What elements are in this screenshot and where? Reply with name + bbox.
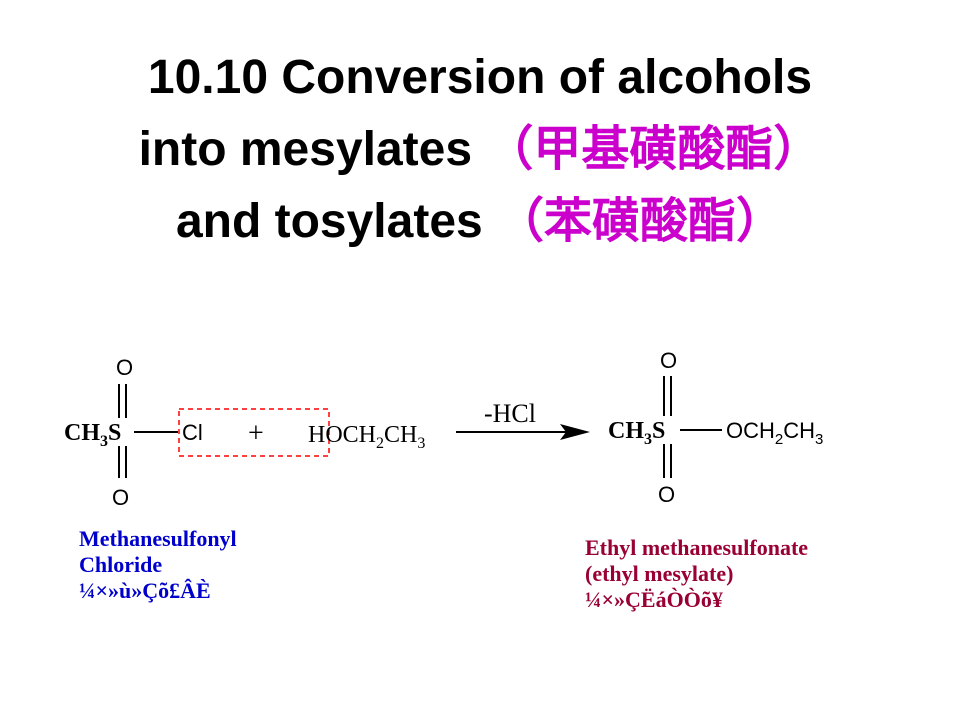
ethanol: HOCH2CH3 <box>308 422 425 452</box>
title-line-1: 10.10 Conversion of alcohols <box>147 51 813 104</box>
leaving-group-highlight-box <box>178 408 330 457</box>
reactant-oxygen-top: O <box>116 355 133 380</box>
title-line-3-text: and tosylates <box>175 195 497 248</box>
slide-title: 10.10 Conversion of alcohols into mesyla… <box>0 42 960 258</box>
reactant-name-line-3: ¼×»ù»Çõ£ÂÈ <box>79 578 211 603</box>
reactant-structure: O CH3S O Cl <box>64 355 203 510</box>
product-name-line-2: (ethyl mesylate) <box>585 561 734 586</box>
product-oxygen-top: O <box>660 348 677 373</box>
reaction-arrow: -HCl <box>456 399 590 440</box>
title-tosylate-chinese: （苯磺酸酯） <box>496 195 785 248</box>
product-ethoxy-group: OCH2CH3 <box>726 418 823 448</box>
reactant-oxygen-bottom: O <box>112 485 129 510</box>
product-oxygen-bottom: O <box>658 482 675 507</box>
product-name-line-1: Ethyl methanesulfonate <box>585 535 809 560</box>
product-name-label: Ethyl methanesulfonate (ethyl mesylate) … <box>585 535 808 613</box>
product-name-line-3: ¼×»ÇËáÒÒõ¥ <box>585 587 723 612</box>
title-mesylate-chinese: （甲基磺酸酯） <box>485 123 822 176</box>
title-line-2-text: into mesylates <box>138 123 486 176</box>
title-line-2: into mesylates （甲基磺酸酯） <box>0 114 960 186</box>
reactant-methyl: CH3S <box>64 420 121 450</box>
reactant-name-line-2: Chloride <box>79 552 163 577</box>
reactant-chlorine: Cl <box>182 420 203 445</box>
reaction-arrow-head <box>560 424 590 440</box>
plus-sign: + <box>248 418 264 449</box>
title-line-3: and tosylates （苯磺酸酯） <box>0 186 960 258</box>
arrow-label-hcl: -HCl <box>484 399 536 428</box>
product-structure: O CH3S O OCH2CH3 <box>608 348 823 507</box>
reactant-name-label: Methanesulfonyl Chloride ¼×»ù»Çõ£ÂÈ <box>79 526 237 604</box>
reactant-name-line-1: Methanesulfonyl <box>79 526 237 551</box>
product-methyl: CH3S <box>608 418 665 448</box>
reaction-scheme: O CH3S O Cl + HOCH2CH3 -HCl O CH3S O OCH… <box>64 348 823 510</box>
